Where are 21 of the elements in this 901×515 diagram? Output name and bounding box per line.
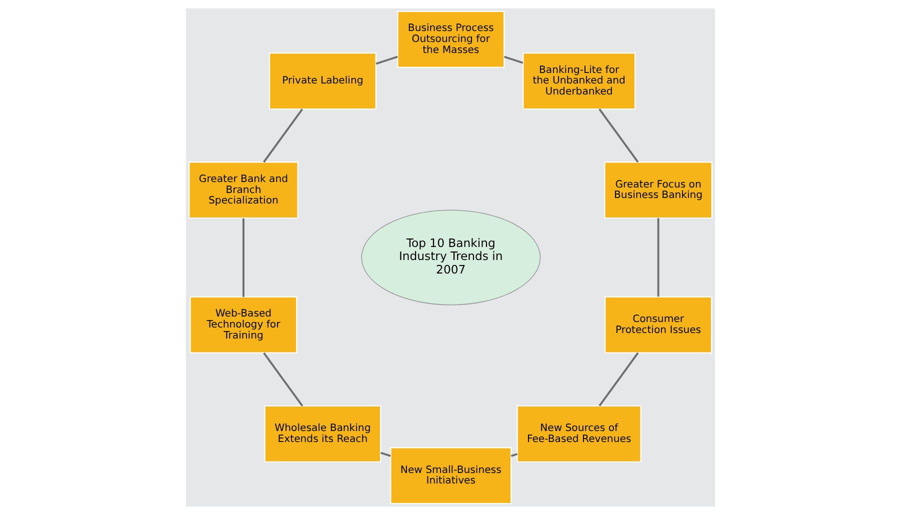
node-box: Business Process Outsourcing for the Masses [397,10,505,68]
node-box: Consumer Protection Issues [604,296,712,354]
node-box: New Sources of Fee-Based Revenues [516,405,642,462]
connector [242,218,244,297]
connector [263,108,304,163]
connector [263,352,304,407]
node-box: Greater Focus on Business Banking [604,162,712,219]
connector [657,218,660,297]
connector [598,352,639,406]
connector [510,453,518,457]
node-box: Greater Bank and Branch Specialization [188,162,298,219]
connector [598,108,639,163]
node-box: Private Labeling [268,52,376,110]
connector [504,56,524,64]
connector [380,452,391,457]
node-box: Web-Based Technology for Training [190,296,298,354]
connector [376,56,398,65]
node-box: Banking-Lite for the Unbanked and Underbanked [522,52,636,110]
node-box: Wholesale Banking Extends its Reach [264,405,382,462]
node-ellipse: Top 10 Banking Industry Trends in 2007 [361,210,541,306]
node-box: New Small-Business Initiatives [390,447,512,504]
